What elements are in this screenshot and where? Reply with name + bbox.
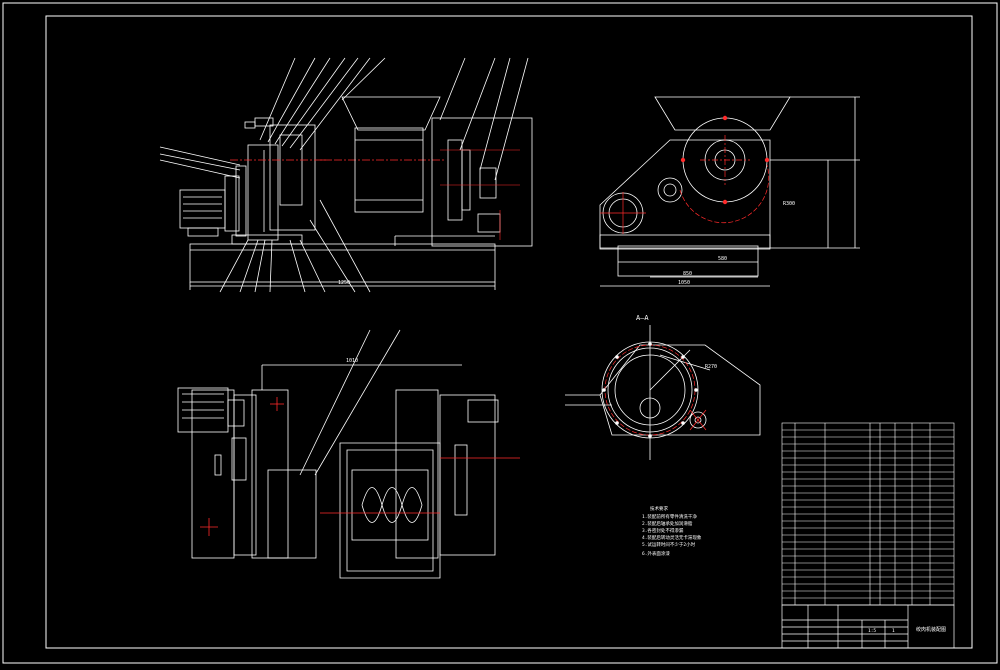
- title-block-sheet: 1: [892, 628, 895, 634]
- plan-view: [177, 329, 520, 579]
- front-view: [159, 57, 533, 293]
- side-view-dim-1: 850: [683, 271, 692, 277]
- title-block-scale: 1:5: [868, 628, 876, 634]
- side-view: [599, 96, 860, 287]
- note-5: 5.试运转时间不少于2小时: [642, 541, 696, 548]
- note-6: 6.外表面涂漆: [642, 550, 670, 557]
- side-view-dim-2: 1050: [678, 280, 690, 286]
- note-2: 2.装配后轴承处加润滑脂: [642, 520, 693, 527]
- plan-view-dimension: 1010: [346, 358, 358, 364]
- note-1: 1.装配前所有零件清洗干净: [642, 513, 697, 520]
- notes-title: 技术要求: [650, 505, 668, 512]
- note-3: 3.各密封处不得渗漏: [642, 527, 684, 534]
- side-view-dim-3: 580: [718, 256, 727, 262]
- title-block: [781, 604, 955, 649]
- section-radius: R270: [705, 364, 717, 370]
- side-view-radius: R300: [783, 201, 795, 207]
- title-block-name: 绞肉机装配图: [916, 626, 946, 633]
- inner-border: [45, 15, 973, 649]
- section-label: A—A: [636, 314, 649, 322]
- note-4: 4.装配后转动灵活无卡滞现象: [642, 534, 702, 541]
- technical-notes: 技术要求 1.装配前所有零件清洗干净 2.装配后轴承处加润滑脂 3.各密封处不得…: [642, 505, 702, 557]
- front-view-dimension: 1250: [338, 280, 350, 286]
- bill-of-materials: [781, 422, 955, 606]
- section-a-a-view: [565, 325, 761, 460]
